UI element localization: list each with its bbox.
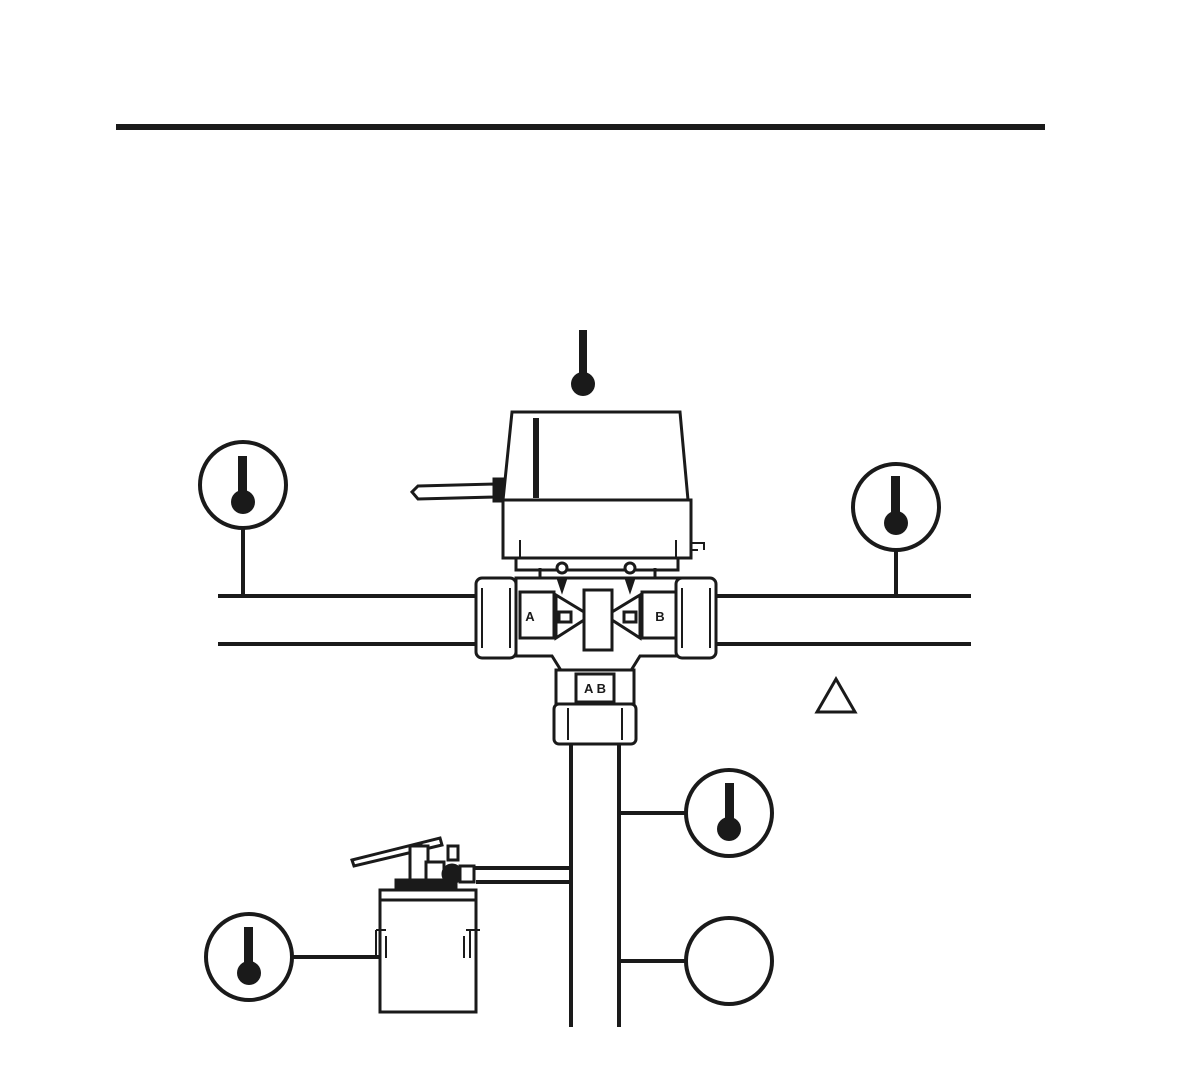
- port-label-a: A: [525, 609, 535, 624]
- thermometer-icon: [853, 464, 939, 596]
- thermometer-icon: [619, 770, 772, 856]
- vertical-pipe: [571, 744, 619, 1027]
- hand-pump: [352, 838, 571, 1012]
- warning-triangle-icon: [817, 679, 855, 712]
- header-rule: [116, 124, 1045, 130]
- valve-actuator: [503, 412, 704, 570]
- empty-gauge-circle: [619, 918, 772, 1004]
- thermometer-icon: [200, 442, 286, 596]
- thermometer-icon: [571, 330, 595, 396]
- port-label-ab: A B: [584, 681, 606, 696]
- thermometer-icon: [206, 914, 386, 1000]
- three-way-valve-body: [476, 563, 716, 744]
- port-label-b: B: [655, 609, 664, 624]
- manual-lever: [412, 479, 503, 501]
